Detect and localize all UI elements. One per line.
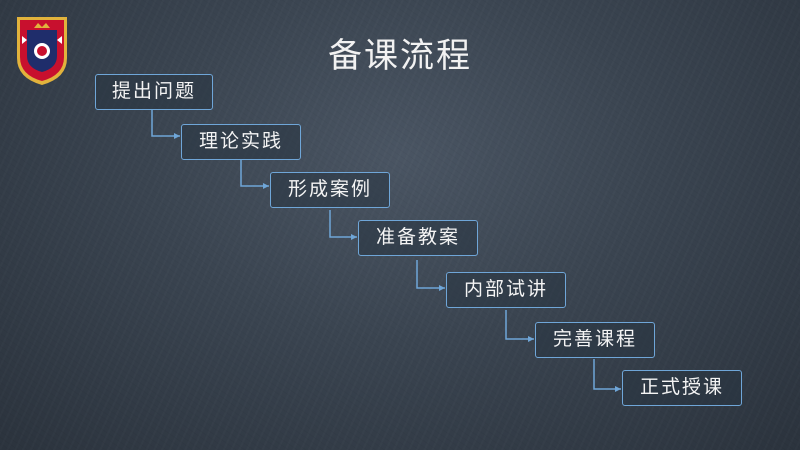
connector-1-2 [151, 110, 180, 137]
connector-4-5 [416, 260, 445, 289]
page-title: 备课流程 [328, 36, 472, 76]
school-crest-logo [17, 17, 67, 85]
connector-5-6 [505, 310, 534, 340]
step-4-box: 准备教案 [358, 220, 478, 256]
connector-2-3 [240, 160, 269, 187]
connector-3-4 [329, 210, 357, 238]
step-1-box: 提出问题 [95, 74, 213, 110]
step-7-box: 正式授课 [622, 370, 742, 406]
step-5-box: 内部试讲 [446, 272, 566, 308]
step-2-box: 理论实践 [181, 124, 301, 160]
step-6-box: 完善课程 [535, 322, 655, 358]
connector-6-7 [593, 359, 621, 390]
step-3-box: 形成案例 [270, 172, 390, 208]
